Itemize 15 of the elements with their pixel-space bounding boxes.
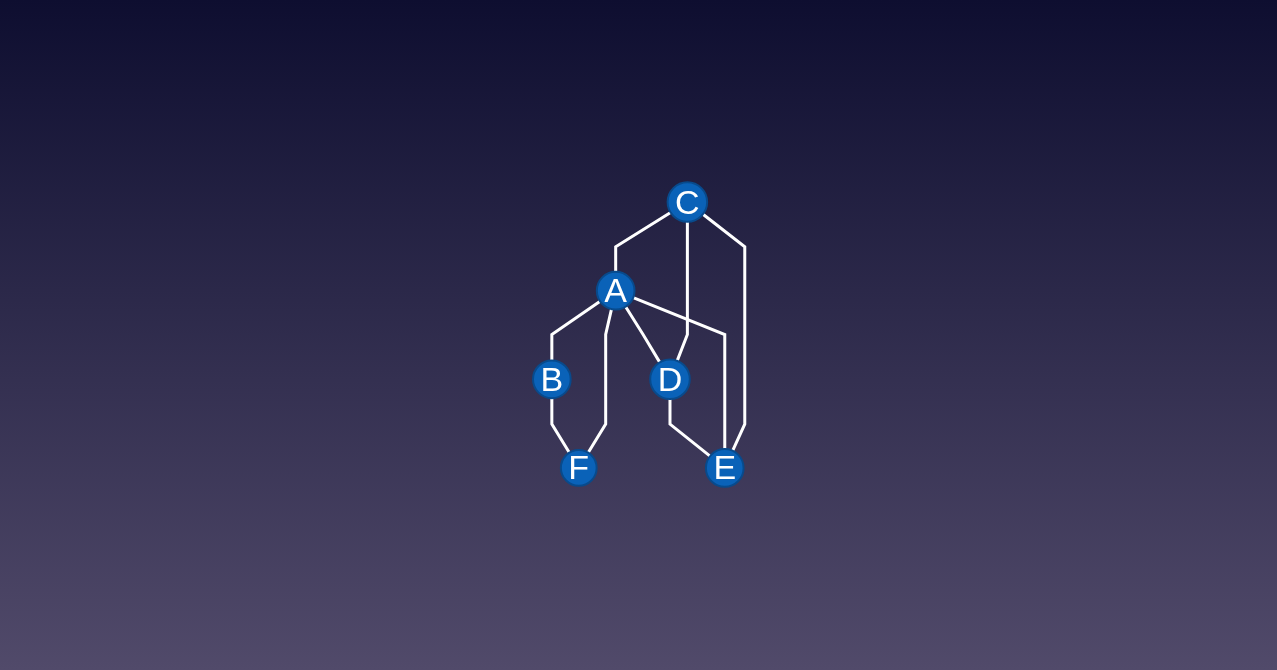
node-circle: A — [595, 270, 636, 311]
connector — [549, 300, 601, 361]
connector — [624, 305, 661, 364]
connector — [675, 221, 689, 362]
node-circle: D — [648, 358, 691, 401]
node-circle: F — [559, 449, 598, 487]
connector — [586, 308, 613, 454]
connector — [613, 211, 671, 272]
node-circle: E — [704, 448, 745, 488]
connector — [668, 399, 711, 458]
connector — [632, 296, 726, 450]
node-circle: C — [666, 181, 708, 223]
node-circle: B — [531, 359, 572, 400]
connector — [549, 398, 571, 454]
connector — [701, 213, 746, 452]
